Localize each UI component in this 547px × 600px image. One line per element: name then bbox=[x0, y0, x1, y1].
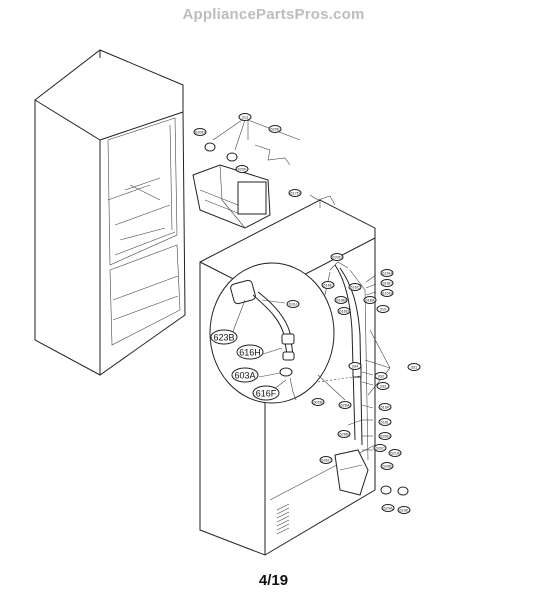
callout-small: 620D bbox=[330, 253, 344, 261]
callout-small-label: 619E bbox=[399, 507, 409, 512]
callout-small: 620C bbox=[373, 444, 387, 452]
callout-small: 319 bbox=[376, 305, 390, 313]
callout-small: 616F bbox=[380, 279, 394, 287]
callout-small-label: 617D bbox=[290, 190, 300, 195]
callout-small-label: 616E bbox=[323, 282, 333, 287]
callout-small: 313 bbox=[238, 113, 252, 121]
callout-small-label: 620E bbox=[270, 126, 280, 131]
callout-small: 616L bbox=[378, 418, 392, 426]
callout-small-label: 331 bbox=[411, 364, 418, 369]
callout-small-label: 313 bbox=[242, 114, 249, 119]
callout-small-label: 616L bbox=[381, 419, 391, 424]
callout-small-label: 616A bbox=[365, 297, 375, 302]
callout-small: 334 bbox=[348, 362, 362, 370]
callout-small: 332 bbox=[374, 372, 388, 380]
callout-small-label: 620D bbox=[195, 129, 205, 134]
callout-small-label: 626A bbox=[340, 402, 350, 407]
callout-small: 616K bbox=[378, 403, 392, 411]
callout-small: 619E bbox=[397, 506, 411, 514]
callout-small: 626A bbox=[338, 401, 352, 409]
callout-small-label: 616K bbox=[380, 404, 390, 409]
callout-small: 331 bbox=[407, 363, 421, 371]
callout-small-label: 616C bbox=[350, 284, 360, 289]
callout-small: 616E bbox=[321, 281, 335, 289]
callout-616f-label: 616F bbox=[256, 389, 277, 399]
callout-small: 621A bbox=[388, 449, 402, 457]
callout-small: 602B bbox=[311, 398, 325, 406]
callout-small: 616D bbox=[337, 307, 351, 315]
watermark-text: AppliancePartsPros.com bbox=[182, 6, 365, 23]
callout-small: 617D bbox=[288, 189, 302, 197]
callout-small-label: 620B bbox=[382, 463, 392, 468]
large-callouts: 623B 616H 603A 616F bbox=[210, 329, 280, 401]
callout-small-label: 616D bbox=[339, 308, 349, 313]
callout-616h-label: 616H bbox=[239, 348, 261, 358]
callout-small: 626D bbox=[378, 432, 392, 440]
callout-small-label: 620D bbox=[332, 254, 342, 259]
callout-small-label: 332 bbox=[378, 373, 385, 378]
callout-603a-label: 603A bbox=[234, 371, 255, 381]
callout-small-label: 620F bbox=[237, 166, 247, 171]
callout-small-label: 319 bbox=[380, 306, 387, 311]
callout-616f: 616F bbox=[252, 385, 280, 401]
callout-small: 616H bbox=[380, 269, 394, 277]
vent-grille bbox=[276, 503, 290, 535]
callout-small-label: 626C bbox=[321, 457, 331, 462]
callout-small: 620E bbox=[268, 125, 282, 133]
callout-small: 626B bbox=[337, 430, 351, 438]
callout-small: 616A bbox=[363, 296, 377, 304]
callout-small-label: 616G bbox=[382, 290, 392, 295]
callout-small-label: 333 bbox=[380, 383, 387, 388]
callout-603a: 603A bbox=[231, 367, 259, 383]
callout-small-label: 626B bbox=[339, 431, 349, 436]
callout-small: 620D bbox=[193, 128, 207, 136]
callout-small-label: 334 bbox=[352, 363, 359, 368]
page-number: 4/19 bbox=[258, 572, 289, 589]
callout-small: 333 bbox=[376, 382, 390, 390]
callout-623b-label: 623B bbox=[213, 333, 234, 343]
callout-small-label: 616H bbox=[382, 270, 392, 275]
callout-small-label: 620C bbox=[375, 445, 385, 450]
callout-small: 616G bbox=[380, 289, 394, 297]
small-callouts: 313 620D 620E 620F 617D 616J 616H 620D 6… bbox=[193, 113, 421, 514]
callout-616h: 616H bbox=[236, 344, 264, 360]
callout-623b: 623B bbox=[210, 329, 238, 345]
callout-small: 620A bbox=[381, 504, 395, 512]
callout-small-label: 616B bbox=[336, 297, 346, 302]
callout-small: 620B bbox=[380, 462, 394, 470]
callout-small: 616J bbox=[286, 300, 300, 308]
callout-small: 616C bbox=[348, 283, 362, 291]
icemaker-assembly bbox=[192, 117, 301, 229]
callout-small-label: 616F bbox=[382, 280, 392, 285]
callout-small-label: 620A bbox=[383, 505, 393, 510]
cabinet-open-view bbox=[34, 49, 186, 376]
callout-small: 616B bbox=[334, 296, 348, 304]
callout-small-label: 626D bbox=[380, 433, 390, 438]
callout-small-label: 602B bbox=[313, 399, 323, 404]
callout-small: 620F bbox=[235, 165, 249, 173]
callout-small-label: 621A bbox=[390, 450, 400, 455]
callout-small-label: 616J bbox=[289, 301, 298, 306]
callout-small: 626C bbox=[319, 456, 333, 464]
